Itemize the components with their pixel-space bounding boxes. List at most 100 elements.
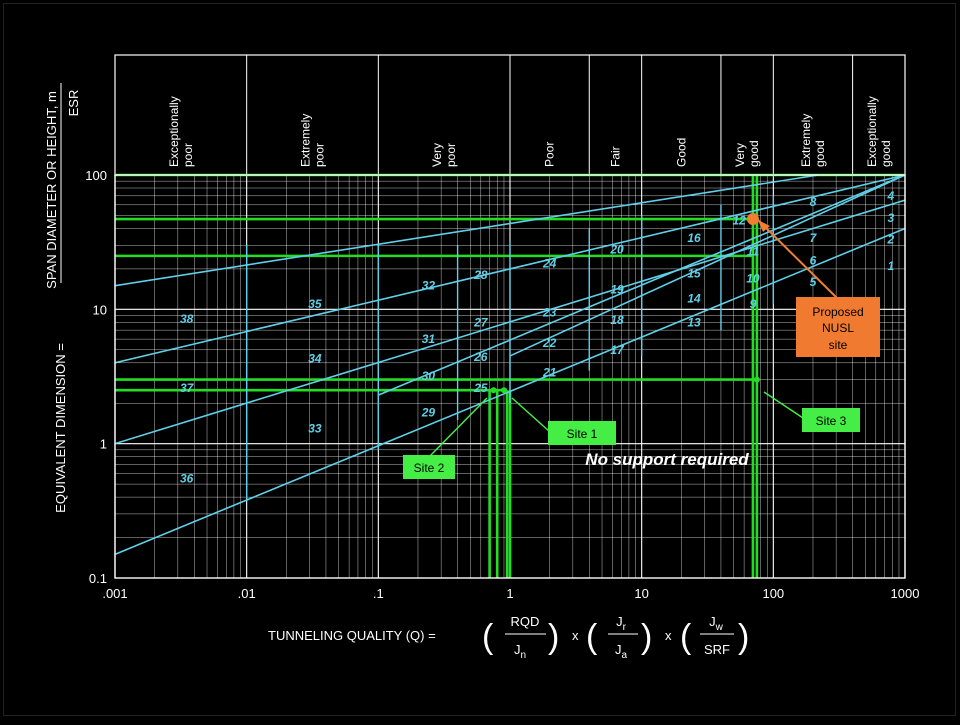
times-1: x	[572, 628, 579, 643]
f2-num-sub: r	[623, 622, 627, 633]
x-axis-label: TUNNELING QUALITY (Q) =	[268, 628, 436, 643]
rock-class-word: Fair	[608, 146, 622, 167]
category-12: 12	[732, 213, 746, 227]
category-24: 24	[542, 256, 557, 270]
rock-class-word: Extremely	[799, 114, 813, 167]
category-37: 37	[180, 381, 195, 395]
category-4: 4	[886, 189, 894, 203]
rock-class-word: Very	[733, 143, 747, 167]
category-22: 22	[542, 336, 557, 350]
x-tick-label: .001	[102, 586, 127, 601]
support-category-labels: 1234567891011121314151617181920212223242…	[180, 189, 894, 486]
y-tick-label: 0.1	[89, 571, 107, 586]
rock-class-word: poor	[444, 143, 458, 167]
no-support-label: No support required	[585, 450, 749, 469]
x-tick-label: 100	[762, 586, 784, 601]
category-33: 33	[308, 421, 322, 435]
site2-callout-box	[403, 455, 455, 479]
proposed-label-line3: site	[829, 338, 848, 352]
rock-class-word: Exceptionally	[865, 96, 879, 167]
y-axis-label: EQUIVALENT DIMENSION =	[53, 343, 68, 513]
category-2: 2	[886, 233, 894, 247]
category-28: 28	[473, 268, 488, 282]
category-30: 30	[422, 369, 436, 383]
paren-close-1: )	[548, 618, 559, 656]
f3-denominator: SRF	[704, 642, 730, 657]
category-32: 32	[422, 279, 436, 293]
f2-numerator: Jr	[616, 614, 627, 633]
f2-denominator: Ja	[615, 642, 628, 661]
f2-den-sub: a	[621, 650, 627, 661]
f1-numerator: RQD	[511, 614, 540, 629]
y-tick-label: 1	[100, 437, 107, 452]
site2-arrow	[429, 397, 488, 457]
site3-label: Site 3	[816, 414, 847, 428]
site-marker	[753, 376, 760, 383]
support-category-boundaries	[114, 174, 906, 556]
rock-class-word: Very	[430, 143, 444, 167]
rock-class-label: Poor	[543, 142, 557, 167]
site-marker	[500, 387, 507, 394]
y-axis-title: EQUIVALENT DIMENSION = SPAN DIAMETER OR …	[44, 83, 81, 513]
boundary-line	[509, 174, 906, 357]
proposed-arrow	[757, 219, 839, 300]
category-31: 31	[422, 332, 436, 346]
category-1: 1	[887, 259, 894, 273]
site1-callout-box	[548, 421, 616, 445]
x-tick-label: 1	[506, 586, 513, 601]
site3-arrow	[763, 391, 807, 421]
paren-open-3: (	[680, 618, 692, 656]
paren-close-2: )	[641, 618, 652, 656]
f1-den-main: J	[514, 642, 521, 657]
rock-class-word: Poor	[543, 142, 557, 167]
category-3: 3	[887, 211, 894, 225]
site1-label: Site 1	[567, 427, 598, 441]
annotations: Site 1 Site 2 Site 3 Proposed NUSL site …	[403, 219, 880, 479]
rock-class-word: Extremely	[299, 114, 313, 167]
paren-close-3: )	[738, 618, 749, 656]
paren-open-2: (	[586, 618, 598, 656]
category-21: 21	[542, 365, 557, 379]
y-tick-label: 10	[93, 302, 107, 317]
site-markers	[490, 213, 760, 394]
x-tick-label: .1	[373, 586, 384, 601]
category-9: 9	[750, 297, 757, 311]
category-18: 18	[610, 313, 624, 327]
category-29: 29	[421, 406, 436, 420]
rock-class-word: Exceptionally	[167, 96, 181, 167]
category-8: 8	[810, 195, 817, 209]
proposed-arrowhead	[758, 220, 770, 232]
category-23: 23	[542, 305, 557, 319]
category-11: 11	[747, 244, 760, 258]
category-7: 7	[810, 231, 818, 245]
boundary-line	[114, 174, 819, 287]
proposed-label-line1: Proposed	[812, 305, 863, 319]
plot-frame	[114, 174, 906, 579]
f3-numerator: Jw	[709, 614, 724, 633]
category-5: 5	[810, 275, 817, 289]
category-35: 35	[308, 297, 322, 311]
x-axis-formula: TUNNELING QUALITY (Q) = ( RQD Jn ) x ( J…	[268, 614, 749, 661]
rock-class-word: poor	[313, 143, 327, 167]
proposed-site-marker	[746, 213, 759, 226]
times-2: x	[665, 628, 672, 643]
f3-num-sub: w	[715, 622, 724, 633]
y-axis-fraction-denominator: ESR	[66, 90, 81, 117]
category-15: 15	[687, 266, 701, 280]
category-20: 20	[609, 242, 624, 256]
rock-class-word: good	[879, 140, 893, 167]
rock-class-word: good	[813, 140, 827, 167]
rock-class-word: poor	[181, 143, 195, 167]
category-34: 34	[308, 352, 322, 366]
category-17: 17	[610, 343, 625, 357]
site-marker	[490, 387, 497, 394]
